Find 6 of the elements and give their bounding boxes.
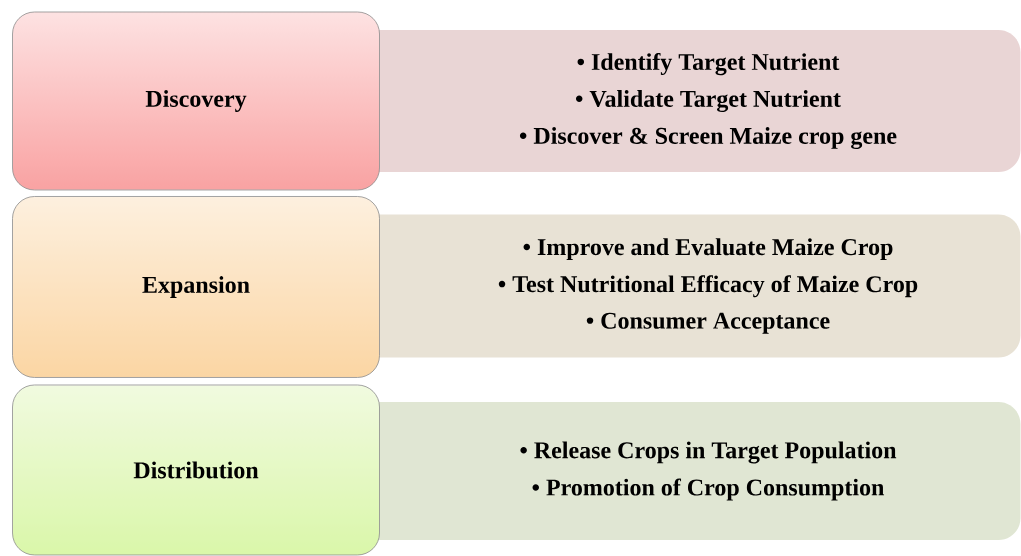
- bullet-list-panel: • Release Crops in Target Population • Promotion of Crop Consumption: [345, 402, 1021, 540]
- bullet-list-panel: • Identify Target Nutrient • Validate Target Nutrient • Discover & Screen Maize crop gene: [345, 30, 1021, 172]
- stage-box: Discovery: [12, 11, 380, 191]
- stage-box: Expansion: [12, 196, 380, 378]
- stage-box: Distribution: [12, 384, 380, 556]
- bullet-list-panel: • Improve and Evaluate Maize Crop • Test Nutritional Efficacy of Maize Crop • Consumer Acceptance: [345, 214, 1021, 358]
